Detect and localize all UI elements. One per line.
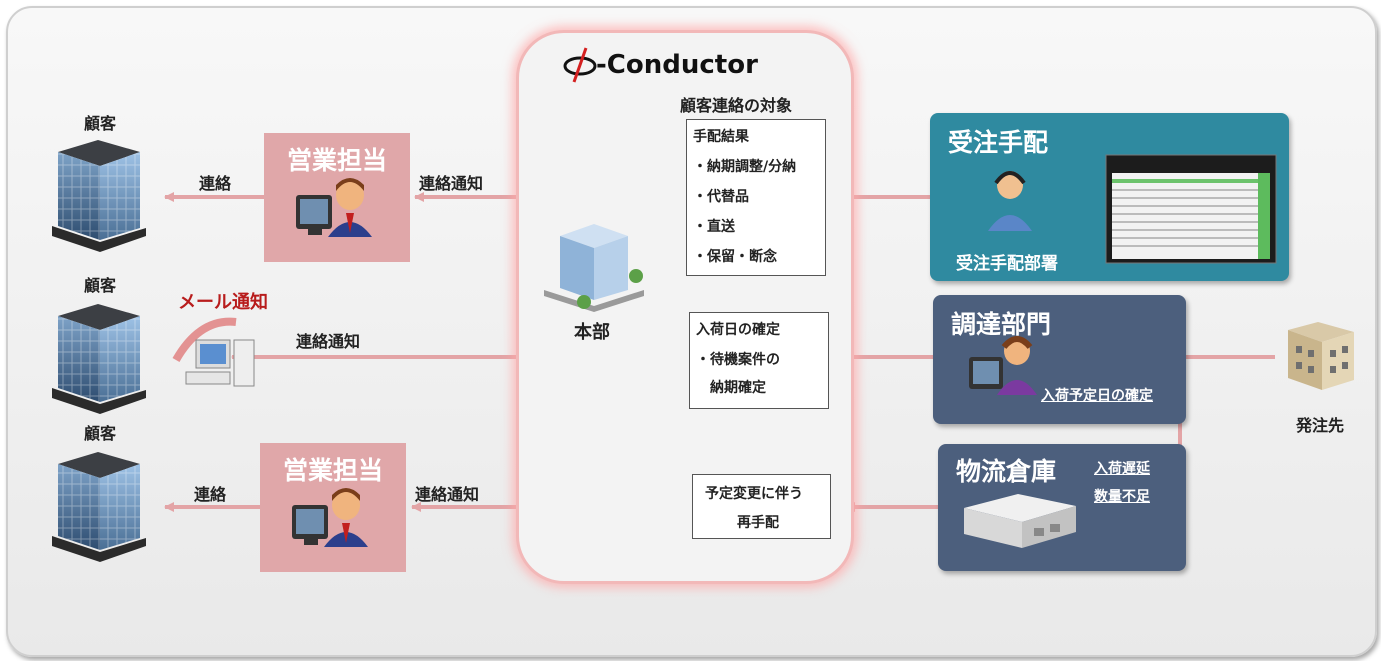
procurement-operator-icon: [969, 336, 1037, 395]
center-title: 顧客連絡の対象: [680, 96, 793, 115]
salesperson-icon: [292, 488, 368, 547]
order-screen-thumbnail: [1105, 154, 1277, 264]
warehouse-note-delay: 入荷遅延: [1094, 461, 1150, 477]
customer-label-3: 顧客: [84, 424, 117, 443]
result-item: ・直送: [693, 219, 735, 235]
notify-label-mid: 連絡通知: [296, 332, 361, 351]
order-dept-caption: 受注手配部署: [956, 254, 1058, 274]
email-notify-label: メール通知: [178, 292, 268, 313]
procurement-box: 調達部門 入荷予定日の確定: [933, 295, 1186, 424]
rearrange-line-1: 予定変更に伴う: [705, 486, 803, 502]
result-box: 手配結果 ・納期調整/分納 ・代替品 ・直送 ・保留・断念: [686, 119, 826, 276]
arrival-heading: 入荷日の確定: [696, 322, 780, 338]
contact-label-bottom: 連絡: [194, 485, 227, 504]
order-dept-box: 受注手配 受注手配部署: [930, 113, 1289, 281]
notify-label-bottom: 連絡通知: [415, 485, 480, 504]
conductor-logo-text: -Conductor: [596, 50, 758, 80]
sales-label-top: 営業担当: [286, 146, 387, 175]
order-dept-title: 受注手配: [948, 128, 1049, 157]
rearrange-box: 予定変更に伴う 再手配: [692, 474, 831, 539]
contact-label-top: 連絡: [199, 174, 232, 193]
warehouse-note-shortage: 数量不足: [1094, 489, 1150, 505]
procurement-title: 調達部門: [951, 310, 1052, 339]
supplier-label: 発注先: [1296, 416, 1345, 435]
customer-label-1: 顧客: [84, 114, 117, 133]
sales-box-top: 営業担当: [264, 133, 410, 262]
hq-label: 本部: [574, 322, 610, 343]
notify-label-top: 連絡通知: [419, 174, 484, 193]
rearrange-line-2: 再手配: [737, 515, 779, 531]
result-heading: 手配結果: [693, 129, 749, 145]
arrival-box: 入荷日の確定 ・待機案件の 納期確定: [689, 312, 829, 409]
salesperson-icon: [296, 178, 372, 237]
result-item: ・代替品: [693, 189, 749, 205]
customer-label-2: 顧客: [84, 276, 117, 295]
arrival-line-1: ・待機案件の: [696, 352, 780, 368]
procurement-note: 入荷予定日の確定: [1041, 388, 1153, 404]
sales-box-bottom: 営業担当: [260, 443, 406, 572]
sales-label-bottom: 営業担当: [282, 456, 383, 485]
result-item: ・納期調整/分納: [693, 159, 797, 175]
result-item: ・保留・断念: [693, 249, 777, 265]
operator-headset-icon: [988, 171, 1032, 231]
warehouse-building-icon: [964, 494, 1076, 548]
arrival-line-2: 納期確定: [710, 380, 766, 396]
warehouse-box: 物流倉庫 入荷遅延 数量不足: [938, 444, 1186, 571]
warehouse-title: 物流倉庫: [956, 457, 1057, 486]
